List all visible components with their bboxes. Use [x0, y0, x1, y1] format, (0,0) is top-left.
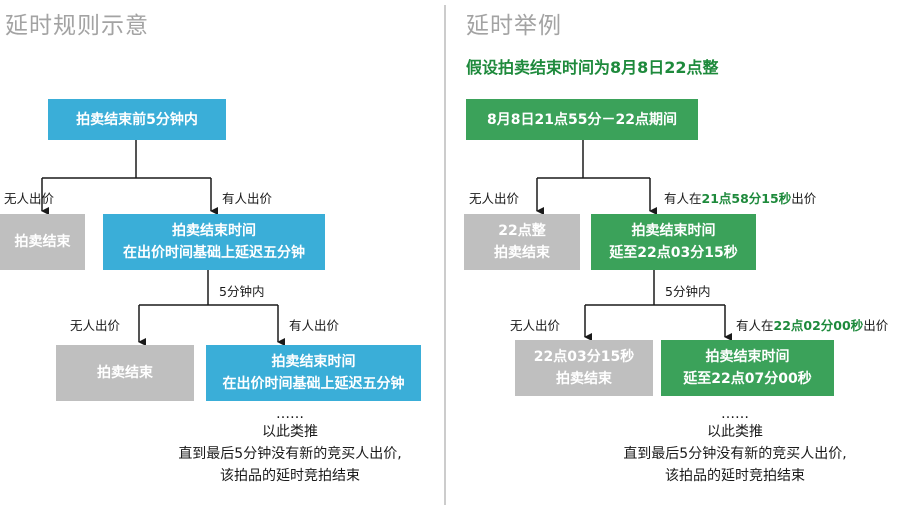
right-end-box-1: 22点整 拍卖结束 [464, 214, 580, 270]
right-bid-2-prefix: 有人在 [736, 318, 774, 333]
left-note-line-2: 直到最后5分钟没有新的竞买人出价, [178, 446, 402, 462]
right-section-title: 延时举例 [466, 13, 562, 39]
left-no-bid-label-1: 无人出价 [4, 191, 55, 206]
left-end-box-1-label: 拍卖结束 [14, 234, 71, 250]
left-note: …… 以此类推 直到最后5分钟没有新的竞买人出价, 该拍品的延时竞拍结束 [140, 407, 440, 487]
right-extend-box-1: 拍卖结束时间 延至22点03分15秒 [591, 214, 756, 270]
right-bid-label-2: 有人在22点02分00秒出价 [736, 315, 888, 334]
right-extend-box-2: 拍卖结束时间 延至22点07分00秒 [661, 340, 834, 396]
right-extend-box-2-line1: 拍卖结束时间 [705, 349, 790, 365]
right-note-line-3: 该拍品的延时竞拍结束 [665, 468, 805, 484]
left-extend-box-2: 拍卖结束时间 在出价时间基础上延迟五分钟 [206, 345, 421, 401]
right-note: …… 以此类推 直到最后5分钟没有新的竞买人出价, 该拍品的延时竞拍结束 [585, 407, 885, 487]
right-end-box-2: 22点03分15秒 拍卖结束 [515, 340, 653, 396]
left-bid-label-1: 有人出价 [222, 191, 273, 206]
right-end-box-2-line2: 拍卖结束 [556, 371, 612, 387]
right-extend-box-1-line2: 延至22点03分15秒 [609, 245, 738, 261]
left-within-label: 5分钟内 [219, 284, 265, 299]
right-no-bid-label-2: 无人出价 [510, 318, 561, 333]
right-extend-box-2-line2: 延至22点07分00秒 [683, 371, 812, 387]
right-bid-2-suffix: 出价 [863, 318, 889, 333]
right-note-line-1: 以此类推 [707, 424, 763, 440]
right-ellipsis: …… [721, 406, 749, 422]
left-extend-box-2-line1: 拍卖结束时间 [271, 354, 356, 370]
right-note-line-2: 直到最后5分钟没有新的竞买人出价, [623, 446, 847, 462]
left-section-title: 延时规则示意 [5, 13, 149, 39]
right-bid-1-time: 21点58分15秒 [701, 191, 792, 206]
left-end-box-2: 拍卖结束 [56, 345, 194, 401]
left-extend-box-2-line2: 在出价时间基础上延迟五分钟 [222, 376, 405, 392]
right-bid-1-suffix: 出价 [791, 191, 817, 206]
left-end-box-2-label: 拍卖结束 [97, 365, 153, 381]
left-bid-label-2: 有人出价 [289, 318, 340, 333]
left-top-box: 拍卖结束前5分钟内 [48, 99, 226, 140]
left-extend-box-1: 拍卖结束时间 在出价时间基础上延迟五分钟 [103, 214, 325, 270]
left-end-box-1: 拍卖结束 [0, 214, 85, 270]
right-bid-2-time: 22点02分00秒 [773, 318, 864, 333]
left-ellipsis: …… [276, 406, 304, 422]
right-end-box-1-line1: 22点整 [498, 223, 546, 239]
left-note-line-1: 以此类推 [262, 424, 318, 440]
left-no-bid-label-2: 无人出价 [70, 318, 121, 333]
left-extend-box-1-line1: 拍卖结束时间 [172, 223, 256, 239]
right-extend-box-1-line1: 拍卖结束时间 [631, 223, 716, 239]
right-top-box-label: 8月8日21点55分－22点期间 [487, 111, 677, 128]
right-end-box-2-line1: 22点03分15秒 [533, 349, 635, 365]
right-bid-label-1: 有人在21点58分15秒出价 [664, 188, 816, 207]
right-no-bid-label-1: 无人出价 [469, 191, 520, 206]
right-top-box: 8月8日21点55分－22点期间 [466, 99, 698, 140]
right-end-box-1-line2: 拍卖结束 [494, 245, 550, 261]
left-top-box-label: 拍卖结束前5分钟内 [76, 111, 198, 128]
right-within-label: 5分钟内 [665, 284, 711, 299]
right-assumption: 假设拍卖结束时间为8月8日22点整 [466, 58, 719, 77]
right-bid-1-prefix: 有人在 [664, 191, 702, 206]
left-extend-box-1-line2: 在出价时间基础上延迟五分钟 [123, 245, 305, 261]
left-note-line-3: 该拍品的延时竞拍结束 [220, 468, 360, 484]
